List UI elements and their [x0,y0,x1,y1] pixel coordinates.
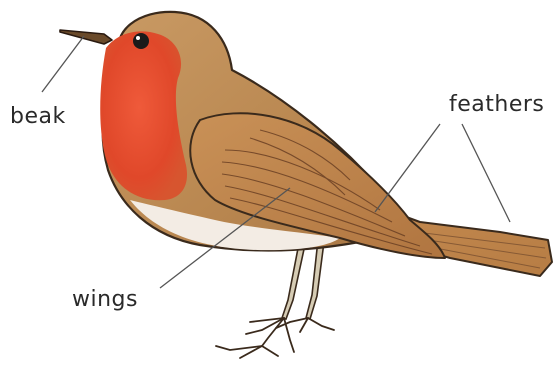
label-wings: wings [72,289,138,311]
robin-breast [100,31,187,200]
robin-beak [60,30,112,44]
robin-feet [216,318,334,358]
robin-eye [133,33,149,49]
label-beak: beak [10,106,66,128]
leader-line-feathers-wing [375,124,440,212]
robin-eye-highlight [136,36,140,40]
label-feathers: feathers [449,94,544,116]
leader-line-beak [42,36,84,92]
leader-line-feathers-tail [462,124,510,222]
